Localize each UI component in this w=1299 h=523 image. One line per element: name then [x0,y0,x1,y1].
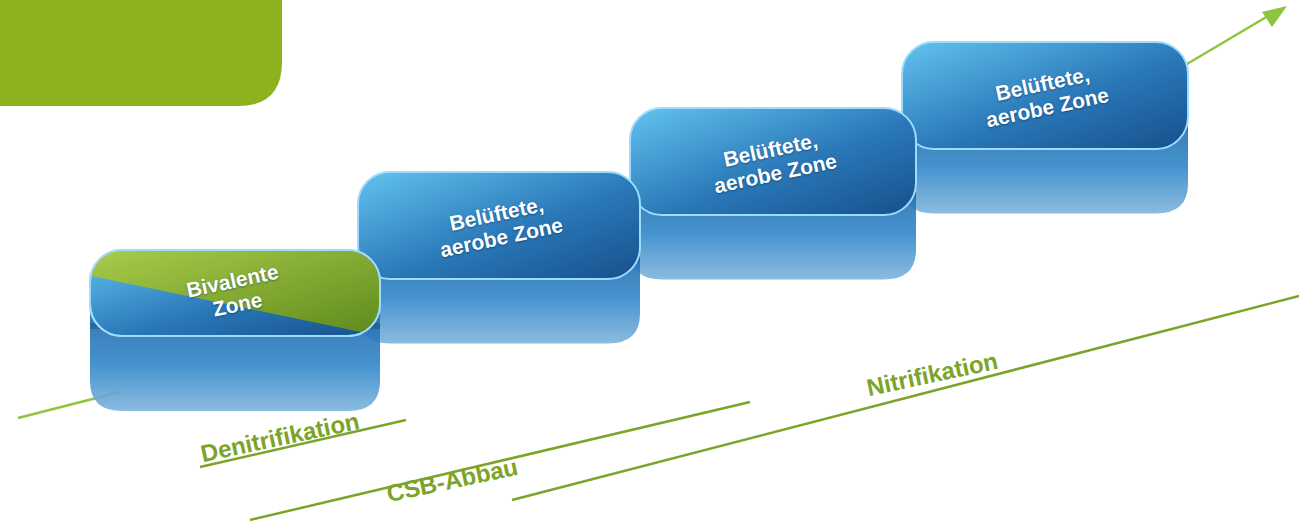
tank-zone: Belüftete, aerobe Zone [358,172,640,279]
bivalent-marker [90,250,380,336]
stage-label: Denitrifikation [198,407,362,468]
tank-top [90,250,380,336]
stage-label: CSB-Abbau [384,453,520,508]
corner-blob [0,0,282,106]
tank-top [630,108,916,215]
tank-rim [90,250,380,336]
tank-top [358,172,640,279]
tank-zone: Belüftete, aerobe Zone [630,108,916,215]
flow-arrowhead [1262,6,1287,27]
tank-zone: Belüftete, aerobe Zone [902,42,1188,149]
tank-top [902,42,1188,149]
tank-zone: Bivalente Zone [90,250,380,336]
stage-label: Nitrifikation [864,347,1000,402]
